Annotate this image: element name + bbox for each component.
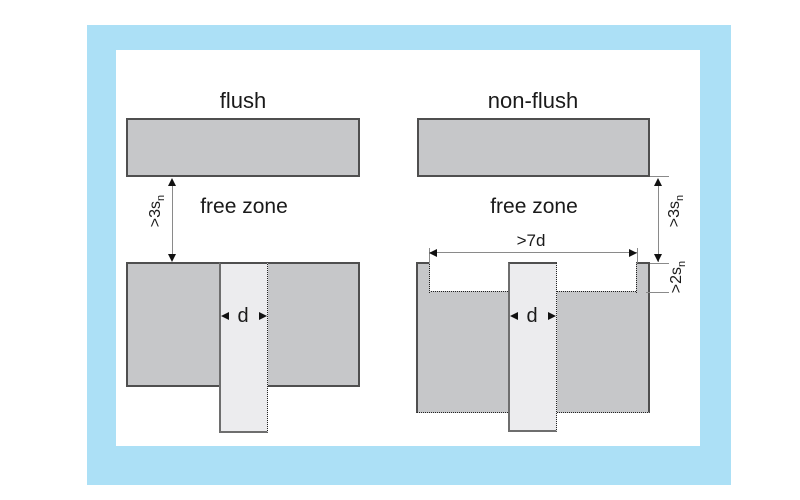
arrow-left-icon [429,249,437,257]
arrow-left-icon [510,312,518,320]
recess-width-dimension-line [430,252,637,253]
flush-sensor-body [219,262,268,433]
non-flush-title: non-flush [487,88,579,113]
flush-free-zone-label: free zone [200,195,288,218]
arrow-left-icon [221,312,229,320]
non-flush-block-rim-left [416,262,430,293]
recess-width-extension-line-right [637,248,638,263]
arrow-right-icon [259,312,267,320]
recess-width-label: >7d [516,231,546,250]
flush-clearance-dimension-line [172,180,173,260]
arrow-right-icon [629,249,637,257]
arrow-up-icon [168,178,176,186]
flush-target-plate [126,118,360,177]
flush-title: flush [219,88,267,113]
non-flush-diameter-label: d [526,305,538,327]
flush-diameter-label: d [237,305,249,327]
arrow-down-icon [168,254,176,262]
arrow-up-icon [654,178,662,186]
arrow-right-icon [548,312,556,320]
recess-depth-leader-bottom [646,292,669,293]
non-flush-plate-extension-line [650,176,669,177]
non-flush-target-plate [417,118,650,177]
recess-depth-leader-top [650,263,669,264]
non-flush-block-rim-right [636,262,650,293]
non-flush-clearance-dimension-line [658,180,659,262]
arrow-down-icon [654,254,662,262]
non-flush-free-zone-label: free zone [490,195,578,218]
non-flush-sensor-body [508,262,557,432]
